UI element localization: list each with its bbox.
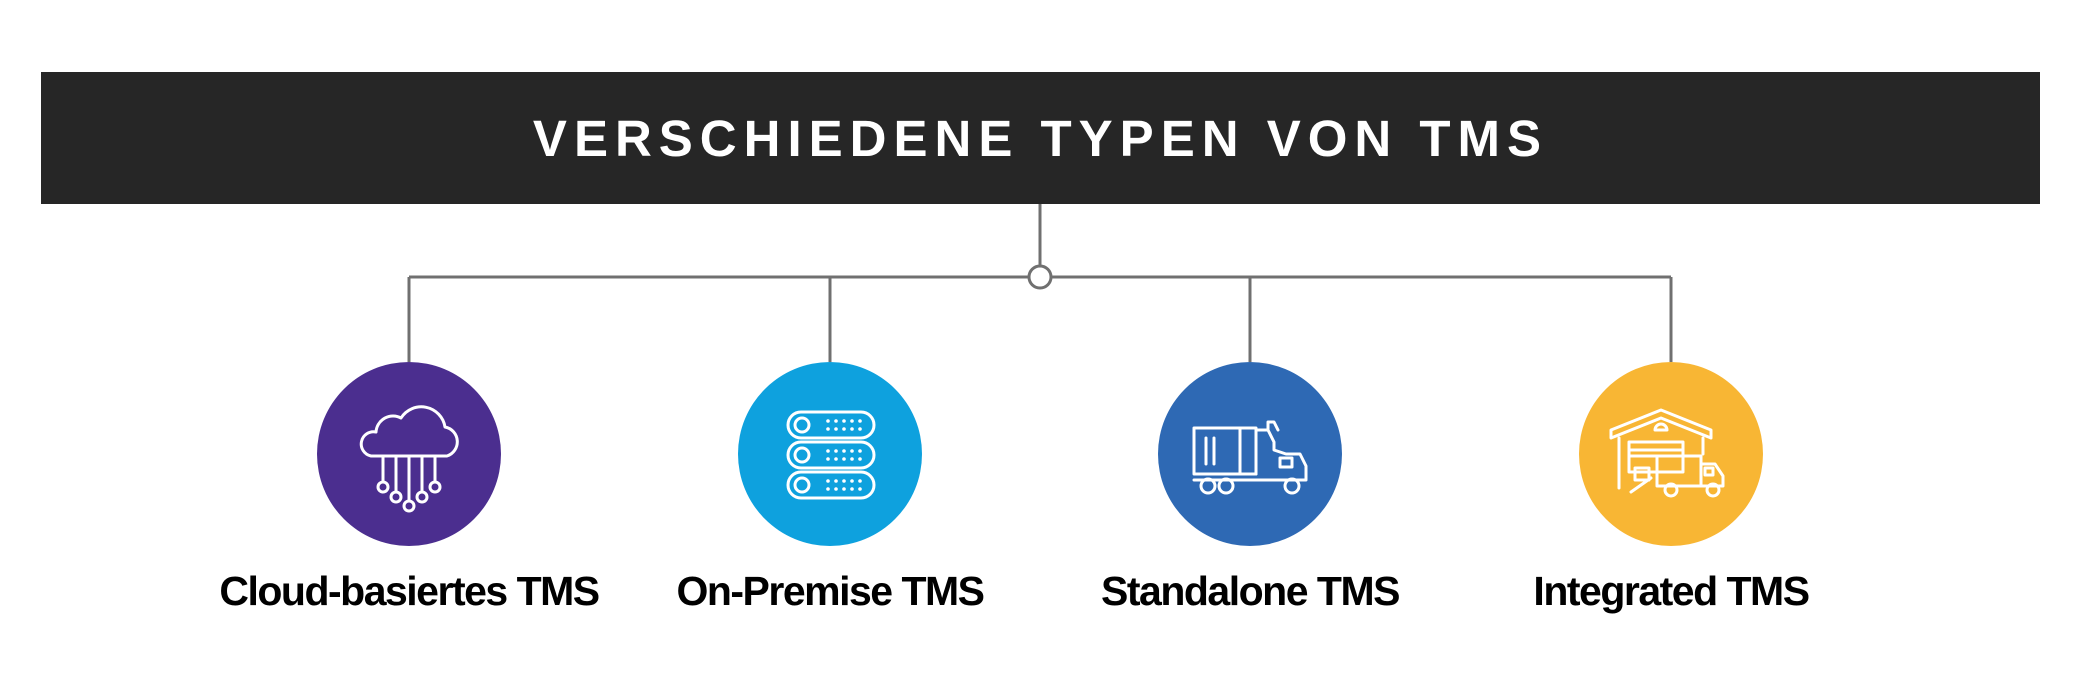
server-stack-icon [786,410,876,500]
label-on-premise: On-Premise TMS [676,568,985,614]
warehouse-truck-icon [1609,408,1725,498]
label-standalone: Standalone TMS [1101,568,1400,614]
junction-node [1027,264,1053,290]
label-cloud-based: Cloud-basiertes TMS [219,568,600,614]
label-integrated: Integrated TMS [1533,568,1810,614]
node-integrated [1579,362,1763,546]
truck-icon [1192,420,1308,495]
node-cloud-based [317,362,501,546]
cloud-network-icon [359,405,459,513]
diagram-title: VERSCHIEDENE TYPEN VON TMS [532,109,1549,167]
node-on-premise [738,362,922,546]
title-banner: VERSCHIEDENE TYPEN VON TMS [41,72,2040,204]
node-standalone [1158,362,1342,546]
